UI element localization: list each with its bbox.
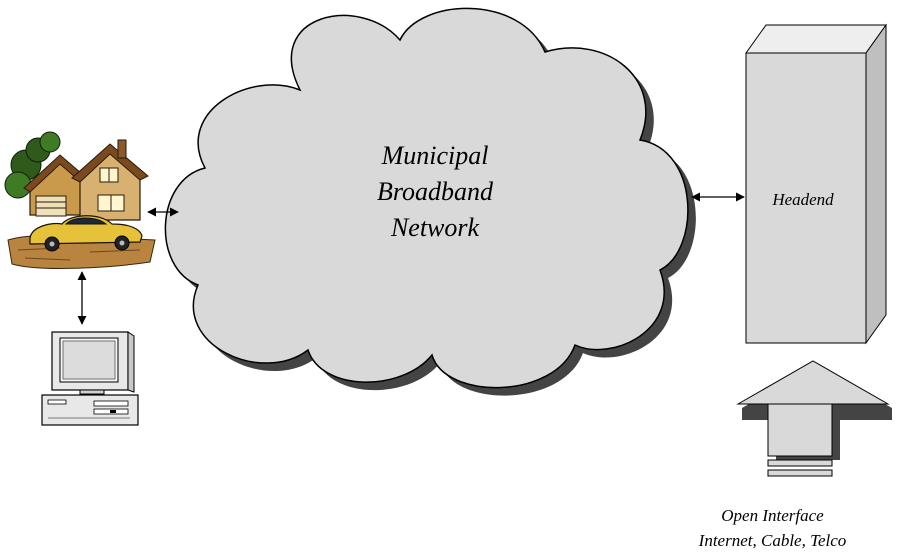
- interface-arrow: [736, 360, 892, 477]
- desktop-computer-icon: [41, 331, 139, 426]
- interface-caption-line-2: Internet, Cable, Telco: [698, 531, 847, 550]
- cloud-label-line-3: Network: [390, 213, 480, 242]
- cloud-label-line-1: Municipal: [381, 141, 489, 170]
- interface-caption-line-1: Open Interface: [721, 506, 824, 525]
- headend-label: Headend: [772, 190, 834, 209]
- headend-cabinet: [745, 23, 887, 345]
- broadband-cloud: [164, 7, 696, 396]
- cloud-label-line-2: Broadband: [376, 177, 494, 206]
- house-clipart-icon: [4, 131, 156, 269]
